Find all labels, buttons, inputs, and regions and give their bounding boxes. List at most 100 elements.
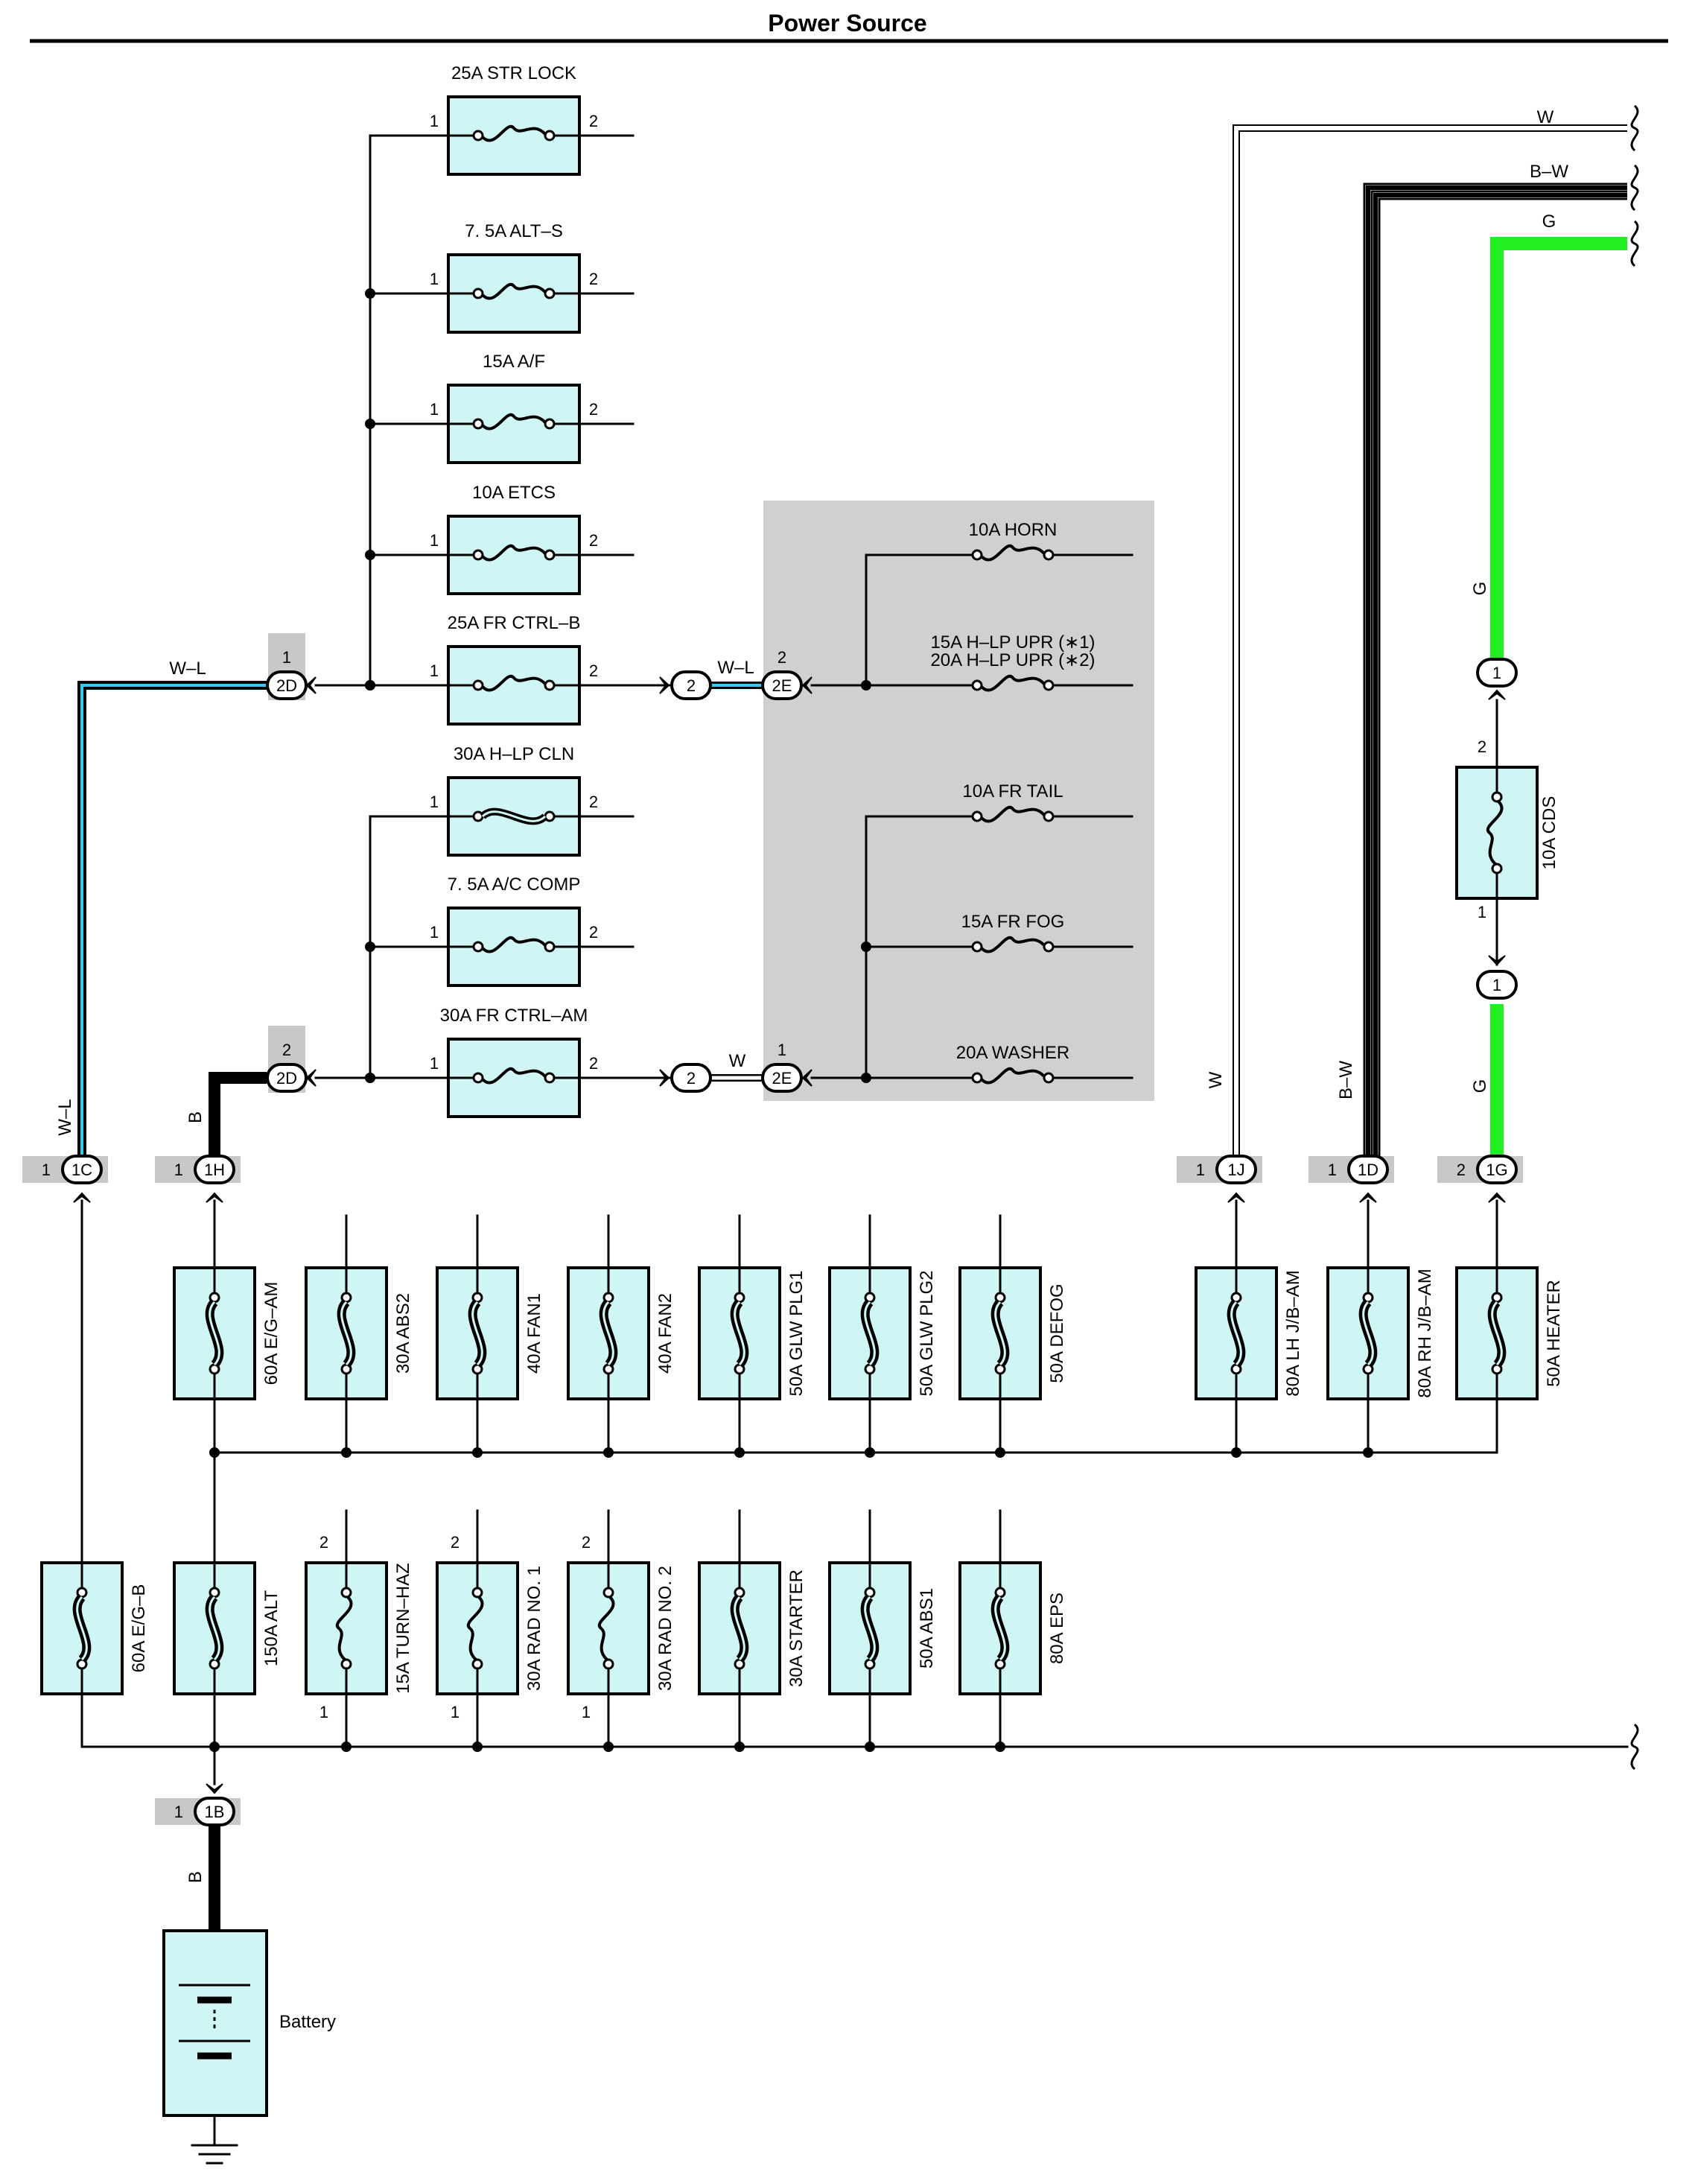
- fuse-4-terminal: [544, 679, 556, 691]
- connector-pin: 2: [777, 648, 786, 667]
- fuse-pin: 1: [430, 793, 439, 811]
- connector-2e-top-id: 2E: [772, 676, 792, 695]
- shaded-fuse-3: [971, 936, 1055, 953]
- shaded-fuse-4-terminal: [971, 1072, 983, 1084]
- bus-junction: [1231, 1447, 1241, 1458]
- arrow-1c: [73, 1192, 91, 1203]
- lower-fuse-7: [958, 1561, 1042, 1695]
- wire-break-bw: [1630, 164, 1639, 212]
- fuse-5-element-core: [481, 810, 547, 822]
- fuse-label: 15A A/F: [483, 352, 545, 372]
- lower-fuse-4-terminal: [602, 1587, 614, 1599]
- connector-2e-top: 2E: [761, 670, 803, 700]
- fuse-1: [447, 253, 581, 334]
- bus-junction: [472, 1742, 483, 1752]
- arrow-2-top: [659, 676, 670, 694]
- fuse-2-terminal: [544, 418, 556, 430]
- fuse-pin: 1: [430, 923, 439, 942]
- fuse-6-terminal: [544, 941, 556, 953]
- connector-2d-top: 2D: [266, 633, 308, 700]
- fuse-0-terminal: [544, 130, 556, 142]
- wire-w-right: [1233, 124, 1627, 1169]
- wire-label: W–L: [717, 658, 754, 678]
- fuse-label: 60A E/G–AM: [261, 1282, 282, 1385]
- upper-fuse-8: [1326, 1266, 1410, 1400]
- fuse-pin: 2: [589, 793, 598, 811]
- connector-1j: 1J1: [1177, 1155, 1262, 1184]
- upper-fuse-4-element-core: [734, 1301, 745, 1366]
- connector-1h-id: 1H: [204, 1161, 225, 1179]
- fuse-label: 25A FR CTRL–B: [448, 613, 581, 633]
- upper-fuse-7: [1195, 1266, 1278, 1400]
- fuse-label: 30A H–LP CLN: [454, 744, 574, 764]
- lower-fuse-4-terminal: [602, 1658, 614, 1670]
- arrow-2e-bot: [801, 1069, 812, 1087]
- shaded-fuse-1-terminal: [971, 679, 983, 691]
- fuse-pin: 2: [589, 531, 598, 550]
- wire-label: W–L: [169, 658, 206, 679]
- fuse-cds-terminal: [1491, 863, 1503, 874]
- arrow-1j: [1227, 1192, 1245, 1203]
- lower-fuse-1-element-core: [209, 1596, 220, 1661]
- fuse-7-terminal: [472, 1072, 484, 1084]
- fuse-pin: 2: [589, 923, 598, 942]
- bus-junction: [995, 1447, 1005, 1458]
- wire-label: G: [1542, 212, 1556, 232]
- arrow-1g: [1488, 1192, 1506, 1203]
- upper-fuse-1-element-core: [340, 1301, 352, 1366]
- lower-fuse-5: [698, 1561, 781, 1695]
- fuse-label: 15A TURN–HAZ: [393, 1563, 413, 1694]
- bus-junction: [734, 1742, 745, 1752]
- shaded-fuse-box: [763, 501, 1154, 1101]
- upper-fuse-4: [698, 1266, 781, 1400]
- shaded-fuse-4-element: [980, 1067, 1046, 1085]
- fuse-pin: 2: [589, 1054, 598, 1073]
- lower-fuse-3: [436, 1561, 519, 1695]
- fuse-2-element: [481, 413, 547, 431]
- upper-fuse-5-element-core: [864, 1301, 876, 1366]
- upper-fuse-6: [958, 1266, 1042, 1400]
- fuse-5: [447, 776, 581, 857]
- fuse-label: 50A GLW PLG1: [786, 1271, 807, 1397]
- lower-fuse-4: [567, 1561, 650, 1695]
- fuse-label: 7. 5A ALT–S: [465, 221, 563, 241]
- fuse-label: 30A ABS2: [393, 1293, 413, 1374]
- fuse-0: [447, 95, 581, 176]
- bus-junction: [365, 1073, 375, 1083]
- fuse-label: 50A HEATER: [1544, 1280, 1564, 1387]
- upper-fuse-1: [305, 1266, 388, 1400]
- shaded-fuse-0-terminal: [1043, 549, 1055, 561]
- lower-fuse-4-element: [597, 1596, 615, 1661]
- wire-label: G: [1470, 582, 1490, 596]
- fuse-label: 80A RH J/B–AM: [1415, 1269, 1435, 1397]
- connector-2d-top-id: 2D: [276, 676, 297, 695]
- fuse-3-element: [481, 544, 547, 562]
- fuse-pin: 2: [589, 112, 598, 130]
- connector-1d: 1D1: [1308, 1155, 1394, 1184]
- connector-2-top-id: 2: [687, 676, 696, 695]
- upper-fuse-9-element-core: [1491, 1301, 1503, 1366]
- shaded-fuse-4-terminal: [1043, 1072, 1055, 1084]
- connector-1b: 1B1: [155, 1797, 241, 1826]
- fuse-pin: 1: [319, 1703, 328, 1721]
- arrow-2d-bot: [305, 1069, 317, 1087]
- wire-bw-c: [1378, 197, 1627, 1169]
- arrow-1d: [1359, 1192, 1377, 1203]
- connector-1d-oval: [1347, 1155, 1389, 1184]
- fuse-label: 20A H–LP UPR (∗2): [930, 650, 1095, 670]
- fuse-label: 150A ALT: [261, 1590, 282, 1667]
- arrow-2d-top: [305, 676, 317, 694]
- fuse-7-terminal: [544, 1072, 556, 1084]
- shaded-fuse-1: [971, 674, 1055, 692]
- fuse-pin: 2: [589, 270, 598, 288]
- fuse-cds-terminal: [1491, 791, 1503, 803]
- wire-label: W: [1206, 1071, 1226, 1088]
- wire-bw-b: [1370, 190, 1627, 1169]
- connector-1h: 1H1: [155, 1155, 241, 1184]
- bus-junction: [734, 1447, 745, 1458]
- fuse-label: 25A STR LOCK: [451, 63, 576, 83]
- connector-1h-oval: [194, 1155, 235, 1184]
- fuse-4-terminal: [472, 679, 484, 691]
- fuse-label: 30A FR CTRL–AM: [440, 1006, 588, 1026]
